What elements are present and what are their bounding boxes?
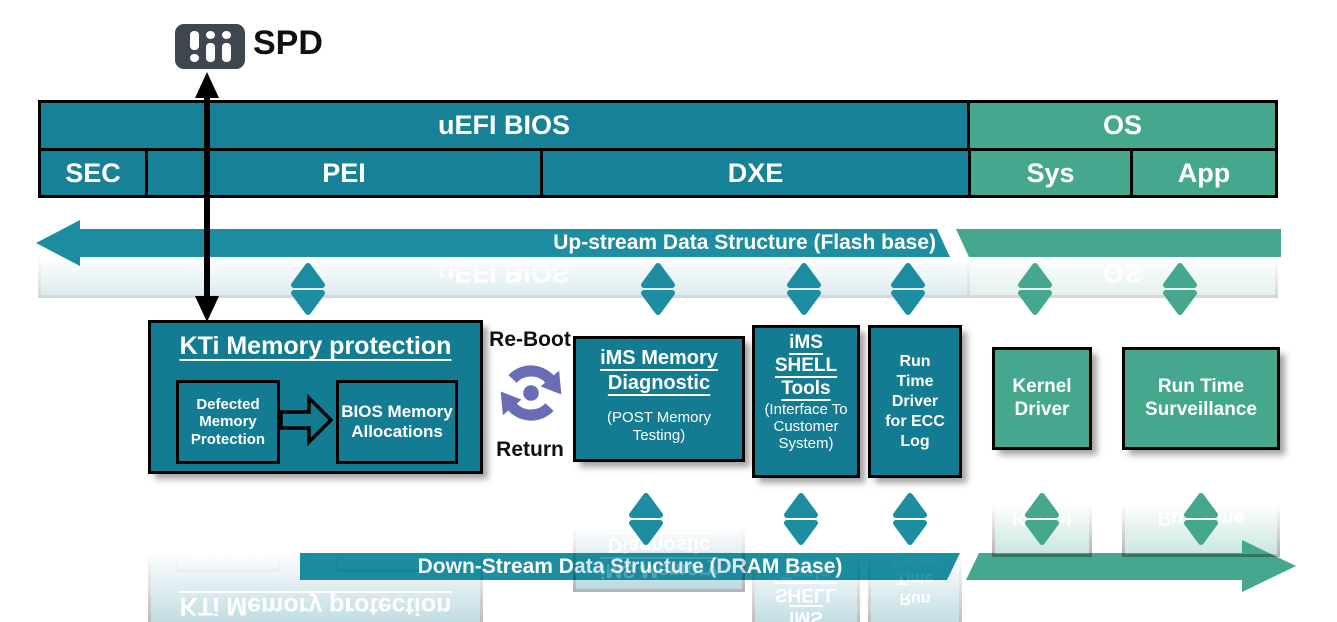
bidirectional-connector-icon [1162,262,1198,318]
cell-sec: SEC [41,151,145,195]
reboot-label: Re-Boot [489,328,571,351]
downstream-arrow-label: Down-Stream Data Structure (DRAM Base) [417,554,843,578]
ims-shell-tools-box: iMS SHELL Tools (Interface To Customer S… [752,325,860,478]
spd-kti-double-arrow-icon [195,72,219,322]
bidirectional-connector-icon [1183,492,1219,548]
bios-os-stack: uEFI BIOS OS SEC PEI DXE Sys App [38,100,1278,198]
right-block-arrow-icon [278,392,334,453]
chip-pin-glyph [221,31,231,62]
bidirectional-connector-icon [890,262,926,318]
upstream-arrow: Up-stream Data Structure (Flash base) [36,220,1286,266]
box-subtitle: (Interface To Customer System) [764,400,848,453]
downstream-arrow: Down-Stream Data Structure (DRAM Base) [300,538,1305,594]
right-arrowhead-icon [1242,540,1296,592]
cell-uefi-bios: uEFI BIOS [41,103,967,148]
box-title: Run Time Driver for ECC Log [885,352,945,450]
bidirectional-connector-icon [1017,262,1053,318]
bidirectional-connector-icon [1024,492,1060,548]
box-title: iMS Memory Diagnostic [600,347,718,394]
bidirectional-connector-icon [640,262,676,318]
bidirectional-connector-icon [290,262,326,318]
box-title: Run Time Surveillance [1145,375,1257,420]
kernel-driver-box: Kernel Driver [992,347,1092,450]
spd-label: SPD [253,24,323,62]
runtime-surveillance-box: Run Time Surveillance [1122,347,1280,450]
left-arrowhead-icon [36,220,80,266]
downstream-arrow-os-segment [966,553,1242,580]
cell-dxe: DXE [543,151,968,195]
bidirectional-connector-icon [892,492,928,548]
bidirectional-connector-icon [628,492,664,548]
cell-sys: Sys [971,151,1130,195]
kti-memory-protection-box: KTi Memory protection Defected Memory Pr… [148,320,483,474]
chip-pin-glyph [205,31,215,62]
sync-cycle-icon [494,356,568,435]
ecc-log-driver-box: Run Time Driver for ECC Log [868,325,962,478]
spd-chip-icon [175,24,245,69]
upstream-arrow-os-segment [956,229,1281,257]
bios-memory-allocations-box: BIOS Memory Allocations [336,380,458,464]
upstream-arrow-label: Up-stream Data Structure (Flash base) [553,231,936,254]
bidirectional-connector-icon [783,492,819,548]
box-title: Kernel Driver [1012,375,1072,420]
kti-title: KTi Memory protection [179,332,452,360]
cell-os: OS [970,103,1275,148]
defected-memory-protection-box: Defected Memory Protection [176,380,280,464]
bidirectional-connector-icon [786,262,822,318]
box-title: iMS SHELL Tools [774,332,838,400]
cell-app: App [1133,151,1275,195]
cell-pei: PEI [148,151,540,195]
ims-memory-diagnostic-box: iMS Memory Diagnostic (POST Memory Testi… [573,336,745,462]
chip-pin-glyph [189,31,199,62]
return-label: Return [496,438,564,461]
box-subtitle: (POST Memory Testing) [607,409,711,444]
